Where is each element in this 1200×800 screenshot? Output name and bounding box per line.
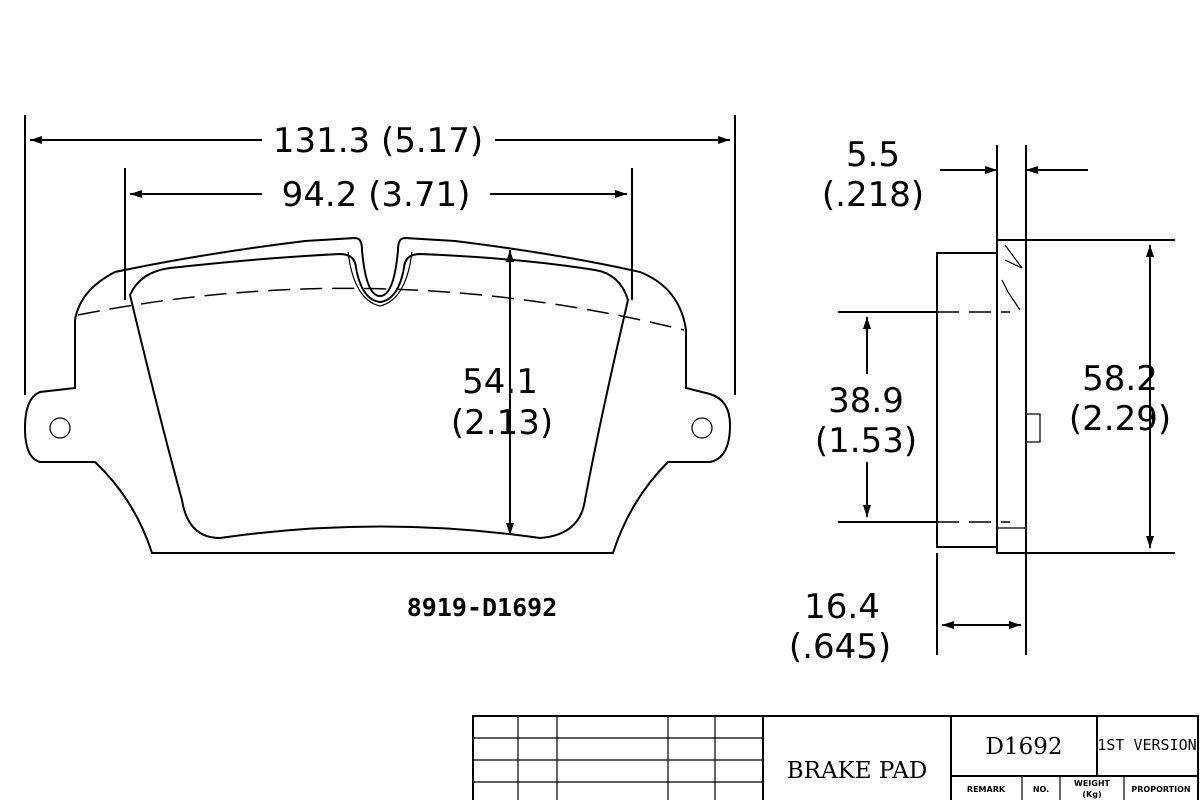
height-mm-label: 54.1: [462, 362, 538, 402]
total-height-in-label: (2.29): [1069, 399, 1171, 439]
overall-width-label: 131.3 (5.17): [273, 121, 483, 161]
part-number: 8919-D1692: [407, 593, 558, 622]
title-block-version: 1ST VERSION: [1097, 736, 1196, 754]
title-block-code: D1692: [986, 734, 1063, 760]
pad-tab: [1025, 413, 1041, 443]
shim-in-label: (.218): [822, 175, 924, 215]
right-ear-hole: [691, 417, 713, 439]
left-ear-hole: [49, 417, 71, 439]
total-height-mm-label: 58.2: [1082, 359, 1158, 399]
side-view: 5.5 (.218) 38.9 (1.53) 58.2 (2.29) 16.4 …: [789, 135, 1175, 667]
title-block: BRAKE PAD D1692 1ST VERSION REMARK NO. W…: [472, 715, 1199, 800]
front-view: 131.3 (5.17) 94.2 (3.71) 54.1 (2.13) 891…: [23, 115, 736, 622]
thickness-in-label: (.645): [789, 627, 891, 667]
clip-detail: [1001, 244, 1023, 311]
friction-height-in-label: (1.53): [815, 421, 917, 461]
friction-material-outline: [128, 252, 630, 540]
side-backing-plate: [996, 239, 1027, 554]
shim-mm-label: 5.5: [846, 135, 900, 175]
friction-block: [936, 252, 998, 548]
weight-unit-label: (Kg): [1082, 790, 1101, 799]
height-in-label: (2.13): [451, 403, 553, 443]
title-block-name: BRAKE PAD: [787, 758, 928, 784]
wear-indicator-line: [77, 287, 685, 331]
notch-inner-line: [347, 251, 413, 307]
inner-width-label: 94.2 (3.71): [282, 175, 471, 215]
friction-height-mm-label: 38.9: [828, 381, 904, 421]
title-block-frame: [472, 715, 1199, 800]
remark-label: REMARK: [967, 785, 1006, 794]
thickness-mm-label: 16.4: [804, 587, 880, 627]
weight-label: WEIGHT: [1074, 779, 1111, 788]
no-label: NO.: [1033, 785, 1049, 794]
proportion-label: PROPORTION: [1131, 785, 1190, 794]
backing-plate-outline: [23, 236, 732, 554]
